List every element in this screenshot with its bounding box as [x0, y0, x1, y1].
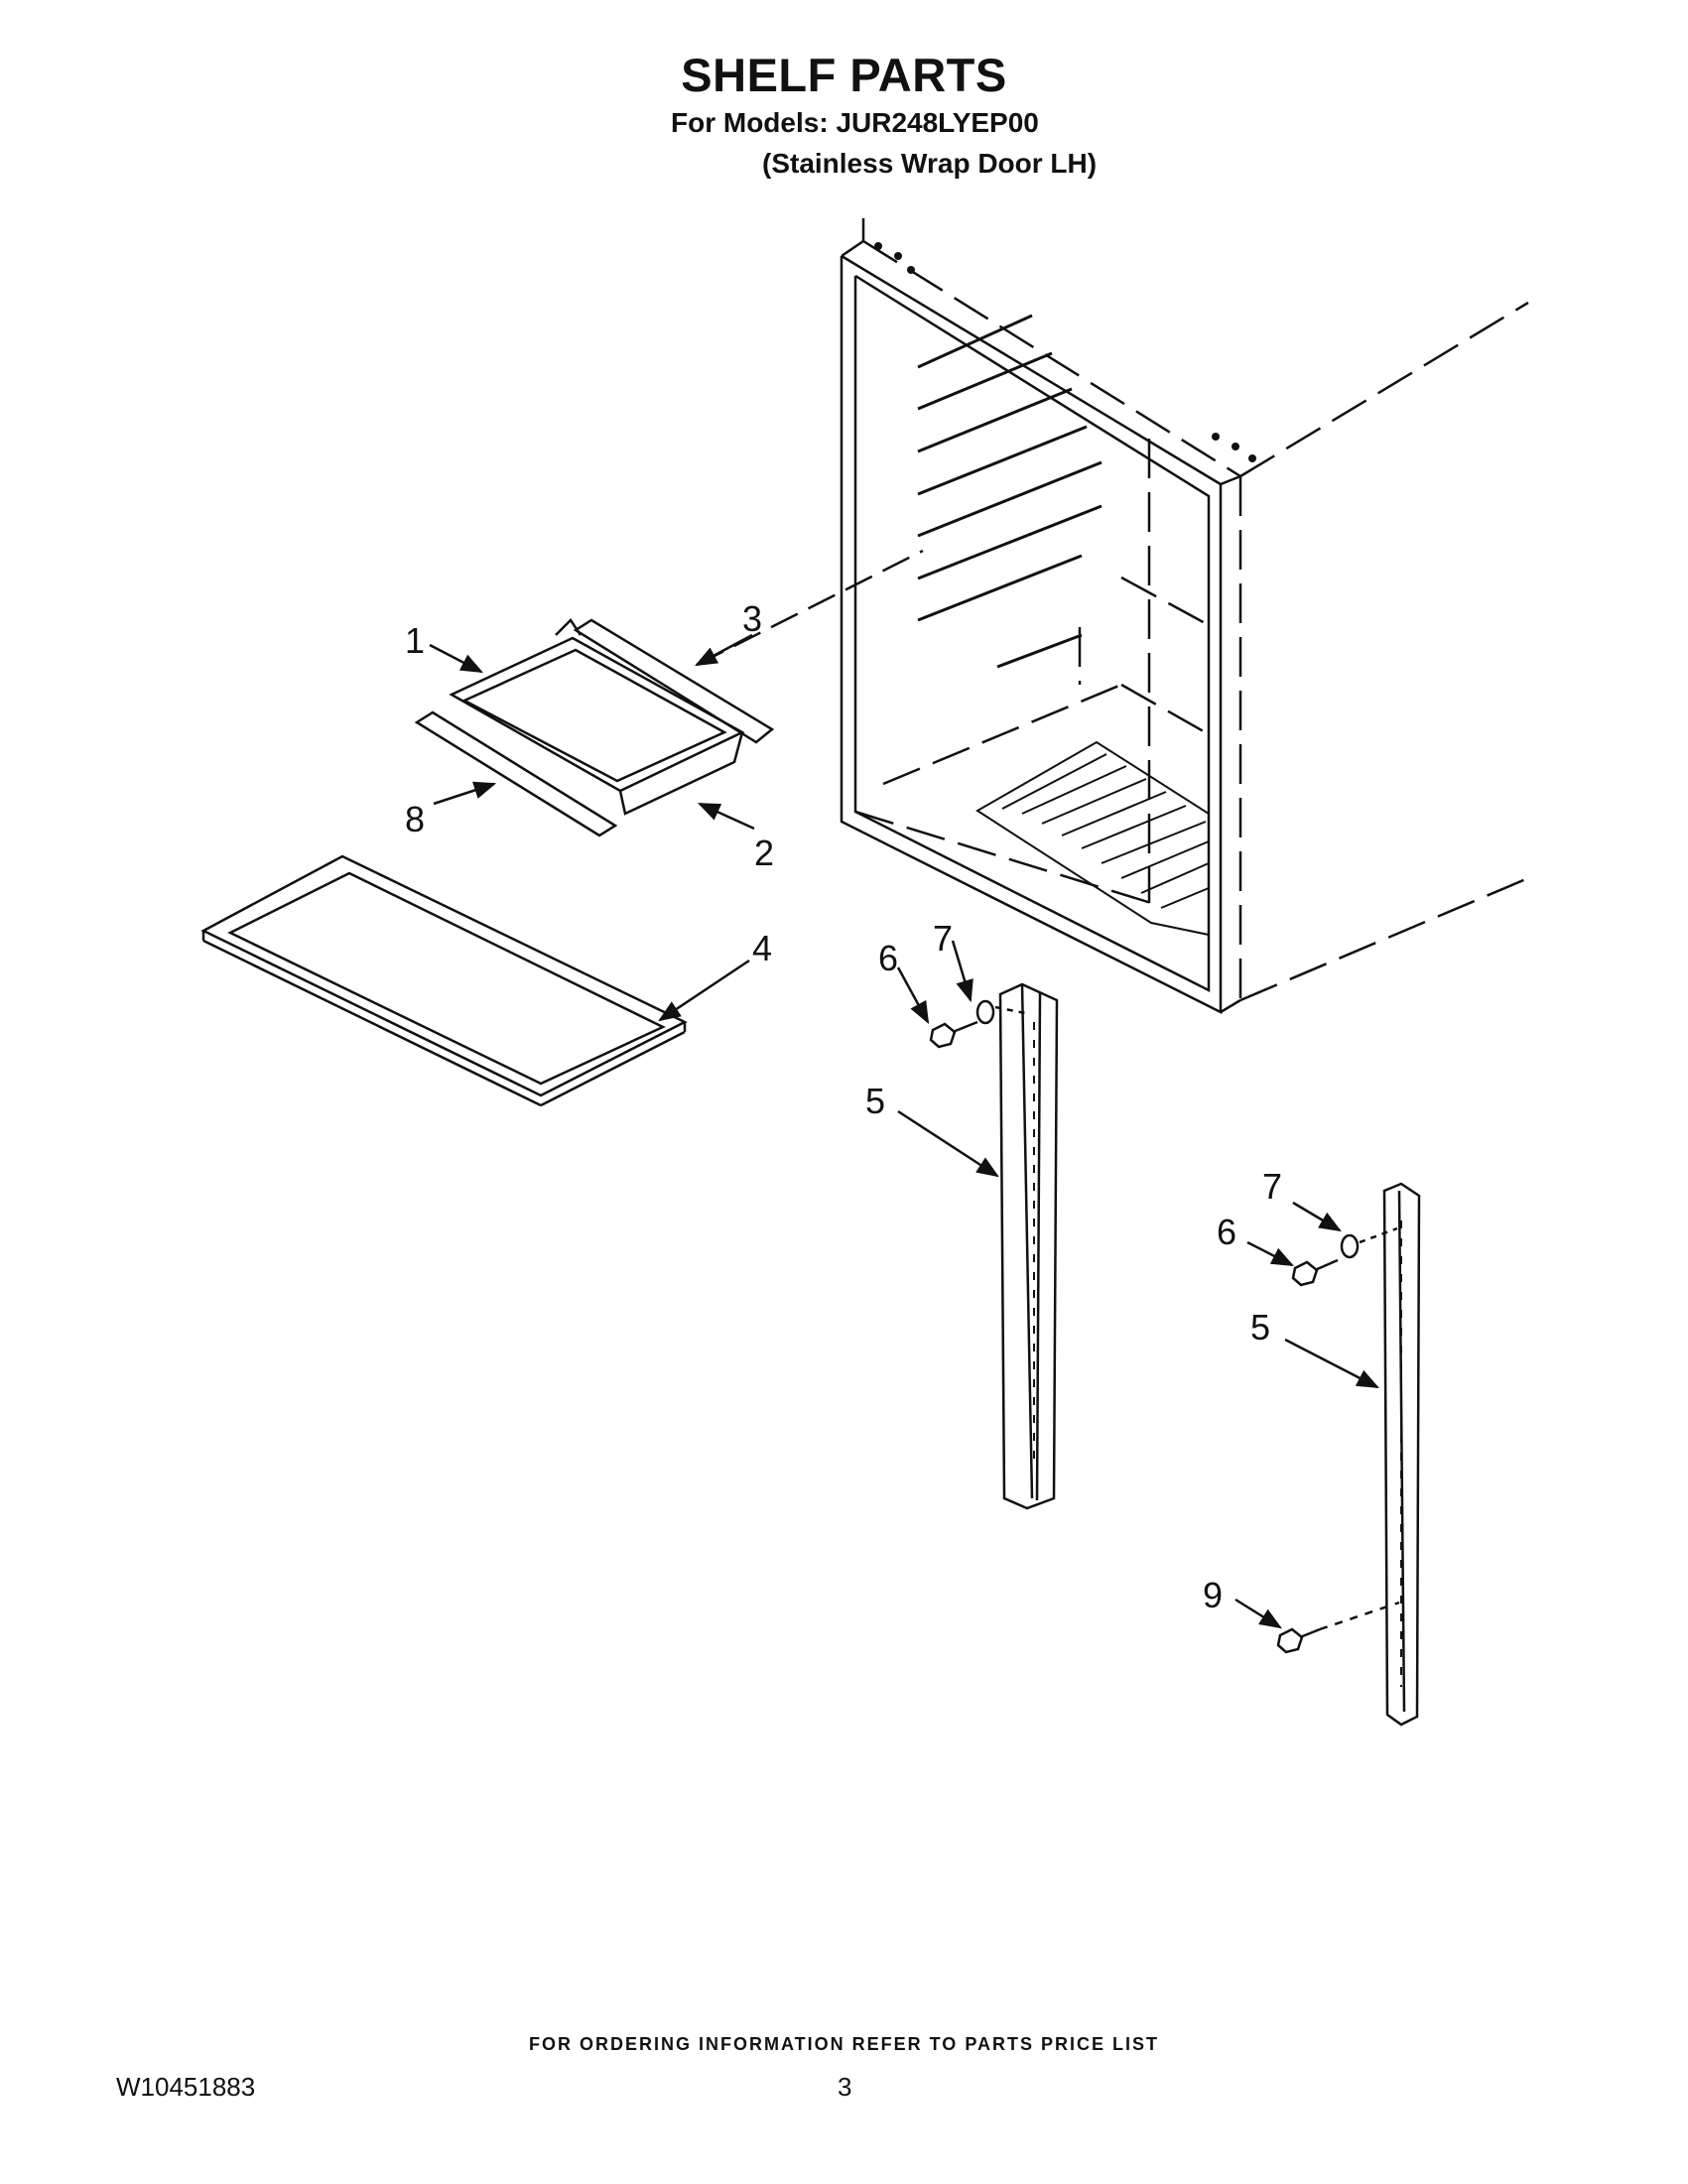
callout-8: 8: [405, 799, 425, 839]
shelf-assembly: [414, 618, 775, 837]
callout-3: 3: [742, 598, 762, 639]
page-title: SHELF PARTS: [681, 49, 1007, 101]
hardware: [929, 999, 1400, 1654]
callout-2: 2: [754, 833, 774, 873]
leader-arrows: [429, 549, 1379, 1629]
page-number: 3: [838, 2072, 852, 2102]
ordering-note: FOR ORDERING INFORMATION REFER TO PARTS …: [528, 2034, 1159, 2054]
document-number: W10451883: [116, 2072, 256, 2102]
callout-5: 5: [1250, 1307, 1270, 1348]
callout-5: 5: [865, 1081, 885, 1121]
shelf-track-right: [1382, 1182, 1421, 1727]
shelf-track-left: [998, 982, 1059, 1510]
refrigerator-cabinet: [840, 218, 1529, 1015]
callout-6: 6: [878, 938, 898, 978]
callout-4: 4: [752, 928, 772, 968]
callout-9: 9: [1203, 1575, 1223, 1615]
callout-6: 6: [1217, 1212, 1236, 1252]
models-line: For Models: JUR248LYEP00: [671, 107, 1039, 138]
variant-line: (Stainless Wrap Door LH): [762, 148, 1098, 179]
callout-1: 1: [405, 620, 425, 661]
callout-labels: 1 3 8 2 4 6 7 5 7 6 5 9: [405, 598, 1282, 1615]
glass-shelf: [200, 854, 688, 1107]
callout-7: 7: [1262, 1166, 1282, 1207]
callout-7: 7: [933, 918, 953, 959]
